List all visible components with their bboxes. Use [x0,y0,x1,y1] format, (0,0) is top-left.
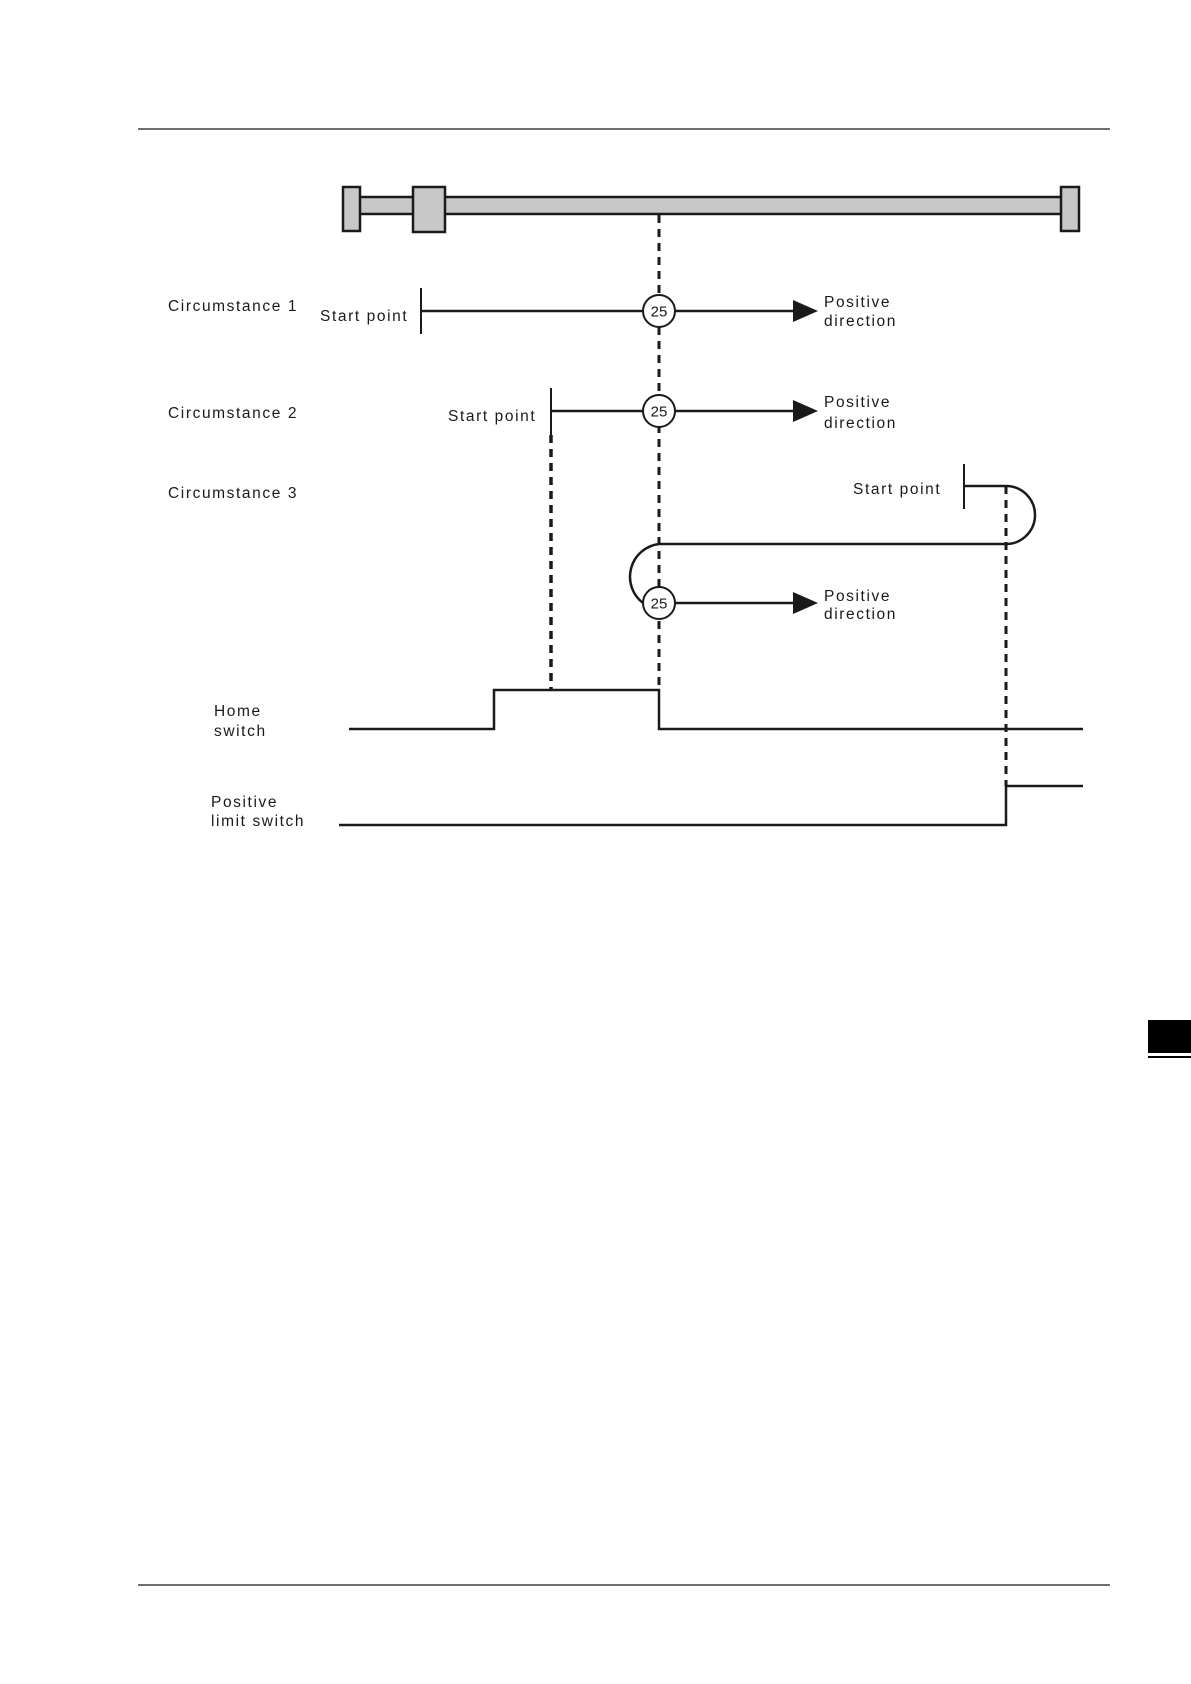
home-switch-label-line2: switch [214,723,267,740]
circumstance-2-label: Circumstance 2 [168,405,298,422]
home-switch-label-line1: Home [214,703,262,720]
chapter-thumb-tab [1148,1020,1191,1053]
circumstance-1-marker-number: 25 [651,304,668,321]
circumstance-1-start-label: Start point [320,308,408,325]
limit-switch-label-line2: limit switch [211,813,305,830]
circumstance-2-marker-number: 25 [651,404,668,421]
rail-carriage [413,187,445,232]
circumstance-3-label: Circumstance 3 [168,485,298,502]
axis-rail [343,187,1079,232]
rail-right-end-stop [1061,187,1079,231]
circumstance-1-path: 25 [421,288,818,334]
circumstance-2-arrowhead [793,400,818,422]
circumstance-1-direction-line2: direction [824,313,897,330]
positive-limit-switch-signal [339,786,1083,825]
limit-switch-label-line1: Positive [211,794,278,811]
circumstance-1-arrowhead [793,300,818,322]
chapter-thumb-tab-rule [1148,1056,1191,1058]
circumstance-3-arrowhead [793,592,818,614]
circumstance-2-path: 25 [551,388,818,435]
circumstance-3-marker-number: 25 [651,596,668,613]
circumstance-3-start-label: Start point [853,481,941,498]
circumstance-1-label: Circumstance 1 [168,298,298,315]
home-switch-signal [349,690,1083,729]
circumstance-3-direction-line1: Positive [824,588,891,605]
circumstance-2-direction-line1: Positive [824,394,891,411]
circumstance-2-direction-line2: direction [824,415,897,432]
circumstance-1-direction-line1: Positive [824,294,891,311]
circumstance-3-direction-line2: direction [824,606,897,623]
rail-left-end-stop [343,187,360,231]
circumstance-2-start-label: Start point [448,408,536,425]
